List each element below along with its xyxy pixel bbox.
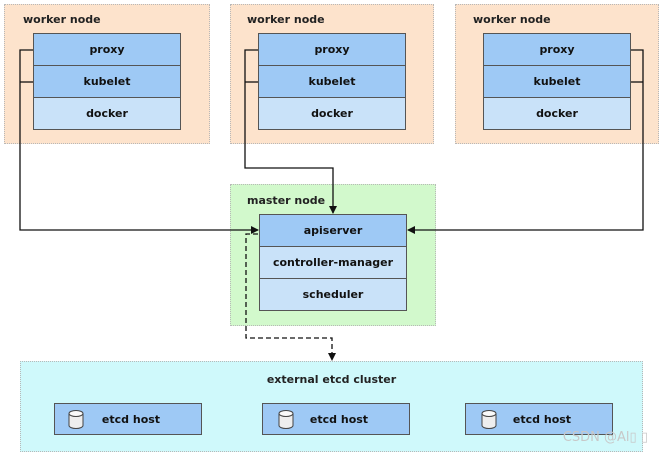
docker-box: docker [483, 97, 631, 130]
etcd-host-label: etcd host [512, 412, 572, 426]
apiserver-box: apiserver [259, 214, 407, 247]
etcd-host-label: etcd host [101, 412, 161, 426]
kubelet-box: kubelet [258, 65, 406, 98]
database-icon [68, 410, 84, 429]
etcd-host-box: etcd host [262, 403, 410, 435]
proxy-box: proxy [483, 33, 631, 66]
etcd-host-box: etcd host [54, 403, 202, 435]
database-icon [481, 410, 497, 429]
watermark-text: CSDN @Al▯ ▯ [562, 430, 648, 445]
etcd-host-box: etcd host [465, 403, 613, 435]
database-icon [278, 410, 294, 429]
kubelet-box: kubelet [33, 65, 181, 98]
proxy-box: proxy [258, 33, 406, 66]
connector-apiserver-etcd [245, 233, 336, 361]
scheduler-box: scheduler [259, 278, 407, 311]
worker-node-title: worker node [473, 13, 551, 26]
master-node-title: master node [247, 194, 326, 207]
connector-worker1-apiserver [19, 49, 259, 234]
docker-box: docker [258, 97, 406, 130]
connector-worker2-apiserver [244, 49, 337, 214]
docker-box: docker [33, 97, 181, 130]
etcd-host-label: etcd host [309, 412, 369, 426]
worker-node-title: worker node [23, 13, 101, 26]
etcd-cluster-title: external etcd cluster [266, 373, 397, 386]
connector-worker3-apiserver [407, 49, 644, 234]
controller-manager-box: controller-manager [259, 246, 407, 279]
worker-node-title: worker node [247, 13, 325, 26]
